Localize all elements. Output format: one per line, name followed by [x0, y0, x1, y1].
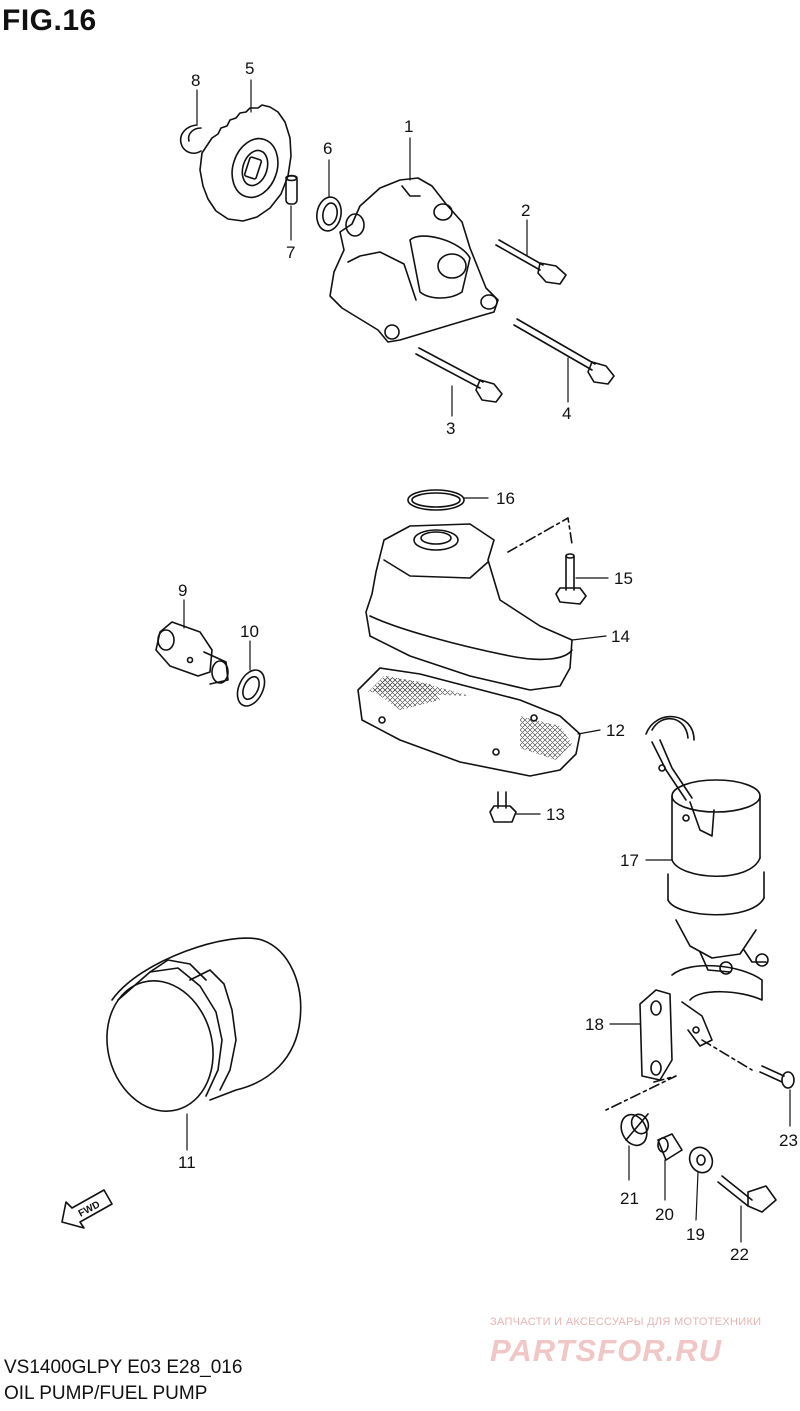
callout-part-20[interactable]: 20 — [655, 1205, 674, 1224]
bolt-22-drawing — [717, 1175, 777, 1213]
o-ring-large-drawing — [407, 489, 465, 511]
callout-part-11[interactable]: 11 — [178, 1153, 196, 1172]
callout-part-5[interactable]: 5 — [245, 59, 255, 78]
strainer-screw-drawing — [489, 791, 517, 823]
callout-part-21[interactable]: 21 — [620, 1189, 639, 1208]
oil-fitting-drawing — [155, 621, 229, 685]
watermark-logo: PARTSFOR.RU — [490, 1333, 723, 1368]
callout-part-14[interactable]: 14 — [611, 627, 630, 646]
diagram-name: OIL PUMP/FUEL PUMP — [4, 1383, 208, 1404]
callout-part-16[interactable]: 16 — [496, 489, 515, 508]
callout-part-17[interactable]: 17 — [620, 851, 639, 870]
callout-part-3[interactable]: 3 — [446, 419, 456, 438]
callout-part-7[interactable]: 7 — [286, 243, 296, 262]
washer-19-drawing — [688, 1146, 714, 1174]
bolt-short-drawing — [495, 239, 567, 285]
figure-title: FIG.16 — [2, 4, 97, 37]
callout-part-10[interactable]: 10 — [240, 622, 259, 641]
oil-pump-gear-drawing — [199, 104, 292, 222]
bolt-medium-drawing — [415, 347, 503, 403]
callout-part-6[interactable]: 6 — [323, 139, 333, 158]
callout-part-1[interactable]: 1 — [404, 117, 414, 136]
watermark-tagline: ЗАПЧАСТИ И АКСЕССУАРЫ ДЛЯ МОТОТЕХНИКИ — [490, 1316, 762, 1328]
oil-strainer-screen-drawing — [357, 667, 581, 777]
callout-part-13[interactable]: 13 — [546, 805, 565, 824]
strainer-bolt-drawing — [507, 517, 587, 605]
callout-part-15[interactable]: 15 — [614, 569, 633, 588]
leader-14 — [571, 635, 607, 641]
fuel-pump-drawing — [645, 715, 769, 975]
fwd-arrow-icon — [61, 1189, 113, 1229]
collar-drawing — [657, 1133, 683, 1161]
oil-pump-body-drawing — [329, 177, 499, 343]
callout-part-19[interactable]: 19 — [686, 1225, 705, 1244]
oil-filter-drawing — [106, 937, 302, 1112]
callout-part-23[interactable]: 23 — [779, 1131, 798, 1150]
o-ring-small-drawing — [316, 196, 342, 232]
circlip-drawing — [179, 124, 202, 154]
grommet-drawing — [620, 1113, 650, 1147]
pin-drawing — [285, 174, 298, 205]
callout-part-8[interactable]: 8 — [191, 71, 201, 90]
callout-part-4[interactable]: 4 — [562, 404, 572, 423]
fuel-pump-bracket-drawing — [605, 964, 763, 1111]
model-code: VS1400GLPY E03 E28_016 — [4, 1357, 243, 1378]
callout-part-9[interactable]: 9 — [178, 581, 188, 600]
leader-12 — [577, 729, 601, 735]
callout-part-18[interactable]: 18 — [585, 1015, 604, 1034]
leader-19 — [695, 1171, 699, 1221]
callout-part-22[interactable]: 22 — [730, 1245, 749, 1264]
callout-part-2[interactable]: 2 — [521, 201, 531, 220]
washer-10-drawing — [236, 669, 266, 707]
callout-part-12[interactable]: 12 — [606, 721, 625, 740]
leader-lines — [183, 79, 791, 1243]
screw-23-drawing — [759, 1065, 795, 1089]
bolt-long-drawing — [513, 318, 615, 385]
oil-strainer-cover-drawing — [365, 523, 573, 691]
